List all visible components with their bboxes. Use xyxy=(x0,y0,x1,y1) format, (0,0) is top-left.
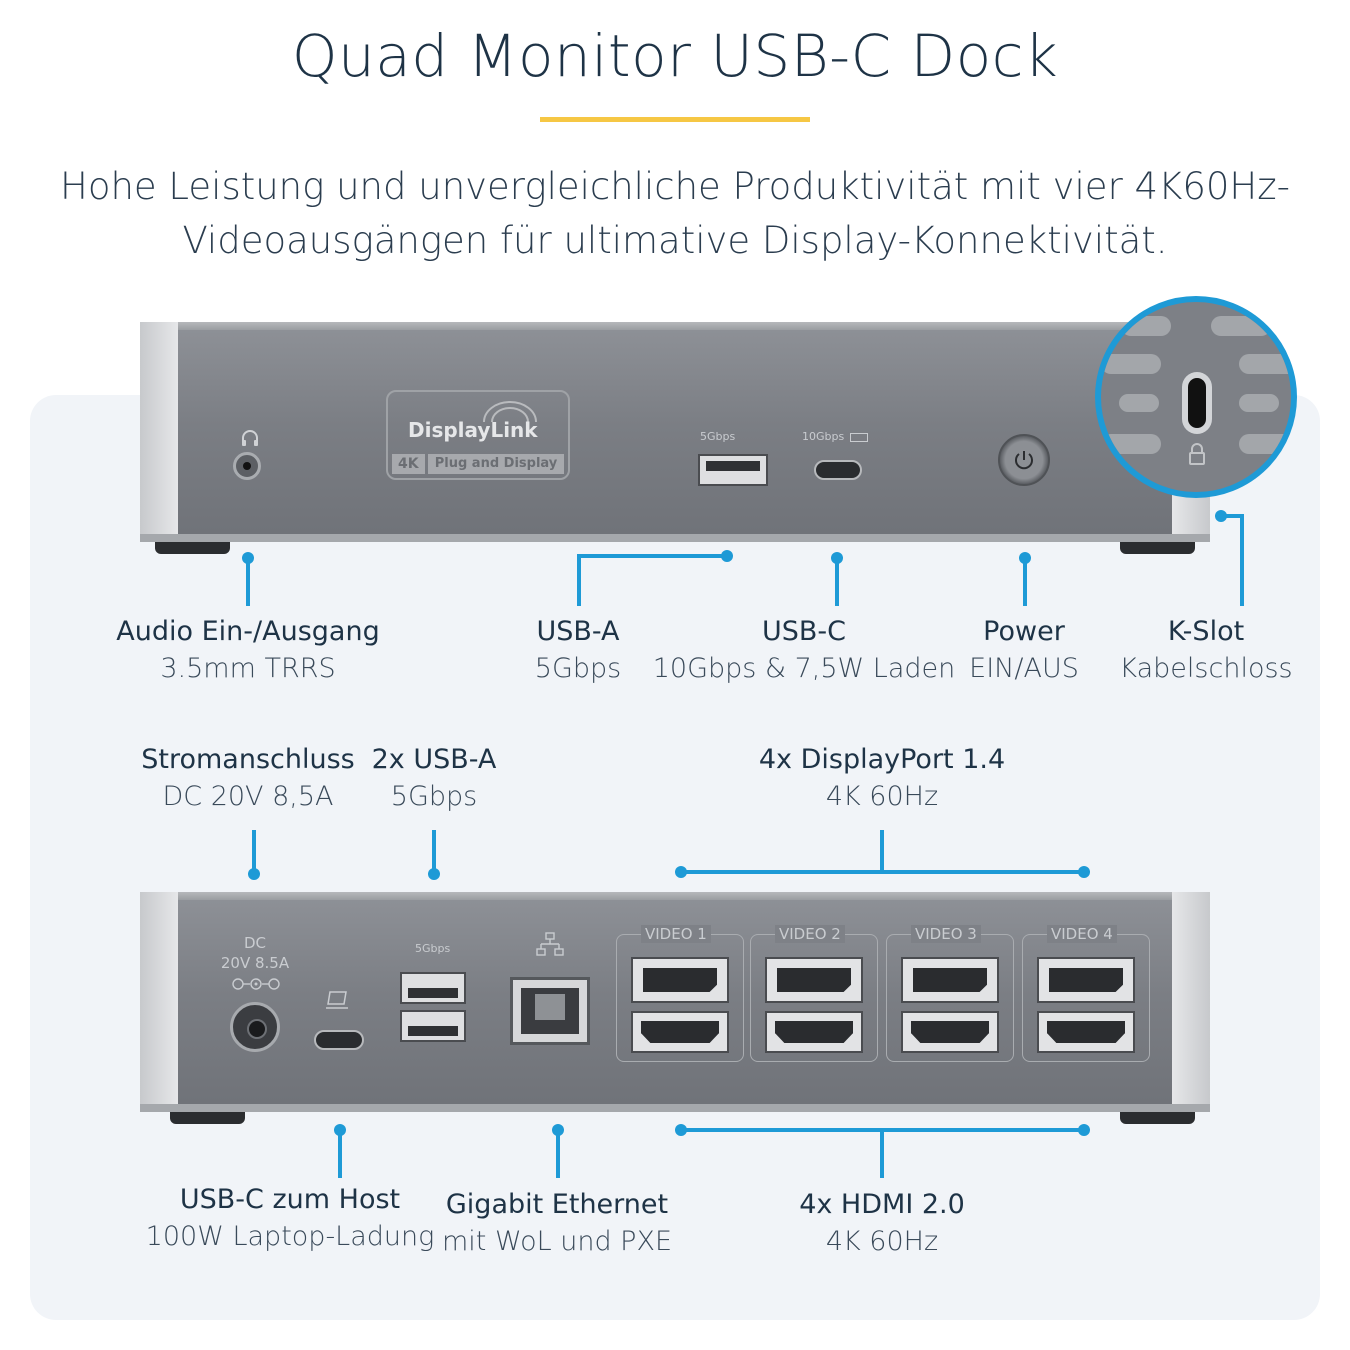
video-label: VIDEO 4 xyxy=(1047,925,1117,943)
pin-line xyxy=(577,554,727,558)
video-group-1: VIDEO 1 xyxy=(616,925,744,1062)
hdmi-port[interactable] xyxy=(1037,1011,1135,1053)
pin-dot xyxy=(721,550,733,562)
network-icon xyxy=(536,932,564,956)
laptop-icon xyxy=(326,991,348,1009)
headphone-icon xyxy=(240,428,260,452)
subtitle-line-2: Videoausgängen für ultimative Display-Ko… xyxy=(182,219,1168,262)
pin-line xyxy=(252,830,256,872)
pin-line xyxy=(432,830,436,872)
usbc-host-port[interactable] xyxy=(314,1030,364,1050)
pin-line xyxy=(880,1130,884,1178)
pin-dot xyxy=(1078,866,1090,878)
pin-line xyxy=(556,1128,560,1178)
video-label: VIDEO 3 xyxy=(911,925,981,943)
video-group-3: VIDEO 3 xyxy=(886,925,1014,1062)
subtitle-line-1: Hohe Leistung und unvergleichliche Produ… xyxy=(60,165,1291,208)
video-group-2: VIDEO 2 xyxy=(750,925,878,1062)
logo-tagline: Plug and Display xyxy=(428,454,564,474)
title-accent-bar xyxy=(540,117,810,122)
pin-dot xyxy=(428,868,440,880)
rear-usba-speed-label: 5Gbps xyxy=(415,942,451,955)
video-label: VIDEO 1 xyxy=(641,925,711,943)
front-device: DisplayLink 4K Plug and Display 5Gbps 10… xyxy=(140,322,1210,554)
pin-line xyxy=(880,830,884,872)
video-group-4: VIDEO 4 xyxy=(1022,925,1150,1062)
power-button[interactable] xyxy=(998,434,1050,486)
audio-jack-port[interactable] xyxy=(233,452,261,480)
logo-brand: DisplayLink xyxy=(408,418,538,442)
dc-power-port[interactable] xyxy=(230,1002,280,1052)
front-usbc-port[interactable] xyxy=(814,460,862,480)
displayport-port[interactable] xyxy=(1037,957,1135,1003)
pin-line xyxy=(1240,514,1244,606)
info-panel xyxy=(30,395,1320,1320)
lock-icon xyxy=(1189,443,1205,465)
polarity-icon xyxy=(232,978,280,990)
hdmi-port[interactable] xyxy=(631,1011,729,1053)
ethernet-port[interactable] xyxy=(510,977,590,1045)
page-title: Quad Monitor USB-C Dock xyxy=(291,22,1059,90)
rear-device: DC 20V 8.5A 5Gbps VIDEO 1 VIDEO 2 VIDEO … xyxy=(140,892,1210,1124)
displayport-port[interactable] xyxy=(901,957,999,1003)
power-icon xyxy=(1015,451,1033,470)
page-subtitle: Hohe Leistung und unvergleichliche Produ… xyxy=(60,160,1290,268)
pin-dot xyxy=(675,866,687,878)
pin-line xyxy=(680,870,1085,874)
pin-line xyxy=(1023,556,1027,606)
pin-line xyxy=(338,1128,342,1178)
hdmi-port[interactable] xyxy=(765,1011,863,1053)
pin-dot xyxy=(248,868,260,880)
dc-label-1: DC xyxy=(243,934,267,952)
front-usbc-speed-label: 10Gbps xyxy=(802,430,845,443)
front-usba-port[interactable] xyxy=(698,454,768,486)
displayport-port[interactable] xyxy=(765,957,863,1003)
pin-line xyxy=(1219,514,1244,518)
rear-usba-port-1[interactable] xyxy=(400,972,466,1004)
logo-badge: 4K xyxy=(392,454,425,474)
video-label: VIDEO 2 xyxy=(775,925,845,943)
pin-line xyxy=(835,556,839,606)
k-slot-zoom xyxy=(1095,296,1297,498)
rear-usba-port-2[interactable] xyxy=(400,1010,466,1042)
pin-line xyxy=(577,554,581,606)
hdmi-port[interactable] xyxy=(901,1011,999,1053)
displaylink-logo: DisplayLink 4K Plug and Display xyxy=(386,390,570,480)
battery-icon xyxy=(850,433,868,442)
dc-label-2: 20V 8.5A xyxy=(220,954,290,972)
front-usba-speed-label: 5Gbps xyxy=(700,430,736,443)
pin-line xyxy=(246,556,250,606)
displayport-port[interactable] xyxy=(631,957,729,1003)
